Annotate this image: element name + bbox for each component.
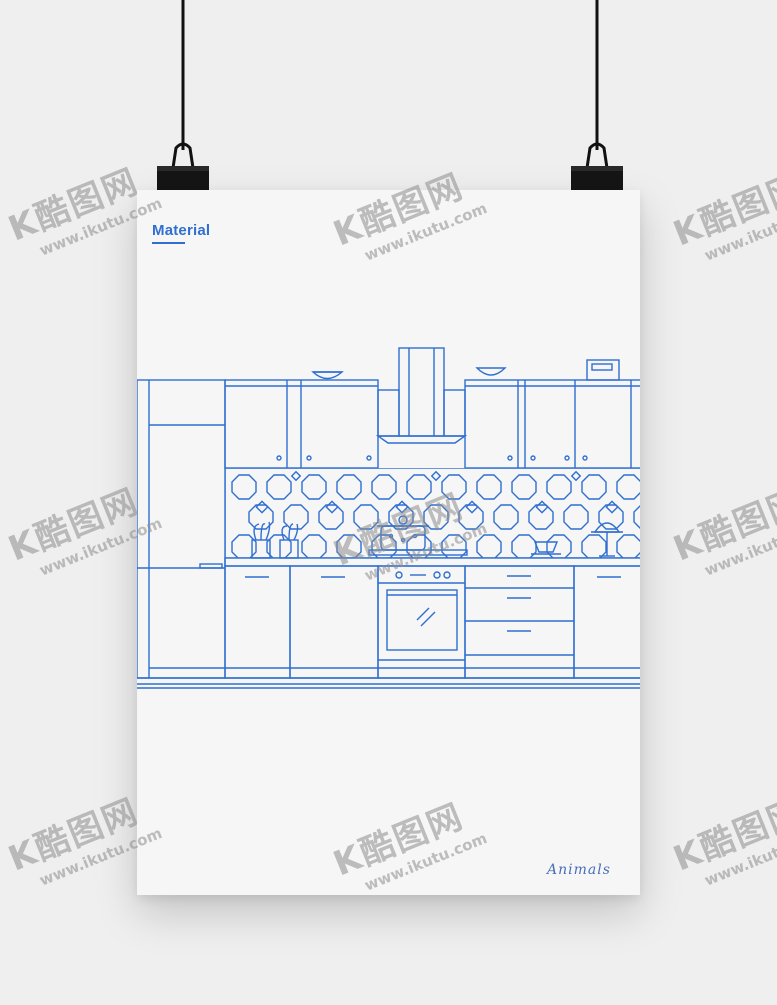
range-hood — [375, 347, 468, 444]
poster-title: Material — [152, 222, 211, 239]
countertop — [224, 557, 640, 567]
title-underline — [152, 242, 185, 244]
plant-pot-1-icon — [251, 521, 271, 559]
cooking-pot-icon — [368, 515, 468, 556]
tile-diamonds — [255, 470, 619, 514]
teacup-icon — [531, 541, 561, 555]
artist-signature: Animals — [547, 862, 611, 878]
oven — [377, 565, 466, 679]
drawer-unit — [464, 565, 575, 679]
upper-cabinets-right — [464, 379, 640, 469]
bowl-left-icon — [311, 371, 344, 380]
poster: Material — [137, 190, 640, 895]
fridge-cabinet — [137, 379, 226, 679]
plant-pot-2-icon — [279, 523, 299, 559]
lower-cabinet-right — [573, 565, 640, 679]
upper-cabinets-left — [224, 379, 379, 469]
backsplash-tiles — [225, 468, 640, 558]
bowl-right-icon — [475, 367, 507, 376]
lower-cabinets — [224, 565, 379, 679]
storage-box-icon — [586, 359, 620, 381]
kitchen-illustration — [137, 347, 640, 689]
cake-stand-icon — [591, 522, 623, 557]
